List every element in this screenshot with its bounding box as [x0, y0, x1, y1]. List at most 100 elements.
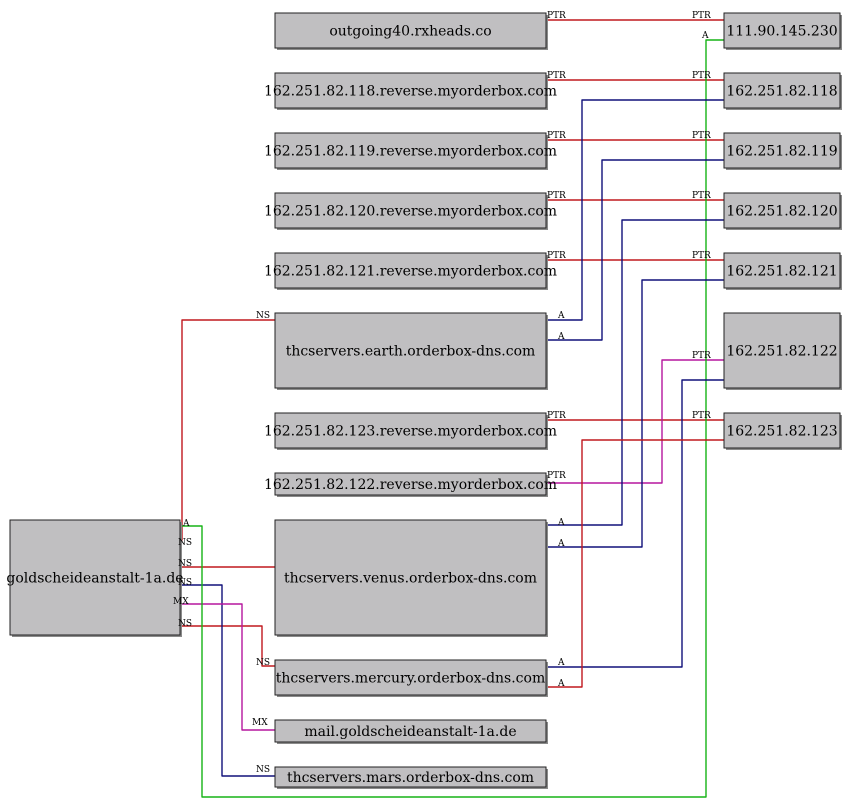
edge-label-ptr: PTR [547, 191, 566, 201]
edge-label-ptr: PTR [547, 131, 566, 141]
edge-label-ns: NS [256, 765, 270, 775]
edge-label-ptr: PTR [547, 71, 566, 81]
node-ip119[interactable]: 162.251.82.119 [723, 132, 842, 170]
node-box [274, 312, 547, 389]
node-domain[interactable]: goldscheideanstalt-1a.de [6, 519, 184, 637]
edge-label-ptr: PTR [547, 411, 566, 421]
edge-label-ns: NS [178, 559, 192, 569]
edge-label-ns: NS [178, 578, 192, 588]
node-ip123[interactable]: 162.251.82.123 [723, 412, 842, 450]
edge-label-ptr: PTR [692, 351, 711, 361]
edge-label-ptr: PTR [692, 131, 711, 141]
edge-label-ptr: PTR [692, 71, 711, 81]
node-ip121[interactable]: 162.251.82.121 [723, 252, 842, 290]
node-label: 162.251.82.123 [726, 424, 837, 440]
node-rev120[interactable]: 162.251.82.120.reverse.myorderbox.com [264, 192, 557, 230]
edge-a-earth-to-ip119 [546, 159, 724, 341]
node-box [723, 72, 841, 109]
edge-mx-domain-to-mail [172, 603, 275, 731]
node-box [723, 12, 841, 49]
node-box [9, 519, 181, 636]
edge-label-ptr: PTR [547, 471, 566, 481]
edge-label-ns: NS [178, 619, 192, 629]
edge-label-a: A [182, 519, 190, 529]
node-mars[interactable]: thcservers.mars.orderbox-dns.com [274, 766, 548, 789]
node-box [274, 719, 547, 743]
node-box [274, 132, 547, 169]
node-earth[interactable]: thcservers.earth.orderbox-dns.com [274, 312, 548, 390]
edge-a-mercury-to-ip122 [546, 379, 724, 668]
node-label: 111.90.145.230 [726, 24, 837, 40]
edge-label-a: A [557, 332, 565, 342]
node-box [723, 312, 841, 389]
node-label: 162.251.82.119.reverse.myorderbox.com [264, 144, 557, 160]
node-box [723, 412, 841, 449]
node-label: 162.251.82.123.reverse.myorderbox.com [264, 424, 557, 440]
edge-label-ns: NS [256, 658, 270, 668]
edge-ptr-rev122-to-ip122 [546, 359, 724, 484]
node-label: 162.251.82.121 [726, 264, 837, 280]
edge-label-a: A [701, 31, 709, 41]
node-mail[interactable]: mail.goldscheideanstalt-1a.de [274, 719, 548, 744]
node-label: thcservers.mercury.orderbox-dns.com [276, 671, 545, 687]
edge-a-venus-to-ip120 [546, 219, 724, 526]
edge-ns-domain-to-mercury [172, 625, 275, 667]
node-label: outgoing40.rxheads.co [329, 24, 491, 40]
node-box [723, 252, 841, 289]
node-box [723, 192, 841, 229]
node-rev123[interactable]: 162.251.82.123.reverse.myorderbox.com [264, 412, 557, 450]
node-label: goldscheideanstalt-1a.de [6, 571, 183, 587]
node-ip122[interactable]: 162.251.82.122 [723, 312, 842, 390]
node-box [274, 659, 547, 696]
node-box [274, 412, 547, 449]
node-box [274, 12, 547, 49]
edge-a-domain-to-ip230 [172, 39, 724, 798]
node-rev119[interactable]: 162.251.82.119.reverse.myorderbox.com [264, 132, 557, 170]
nodes-layer: goldscheideanstalt-1a.de outgoing40.rxhea… [6, 12, 842, 789]
node-box [274, 472, 547, 496]
node-box [274, 72, 547, 109]
node-box [723, 132, 841, 169]
edges-layer [172, 19, 724, 798]
node-label: 162.251.82.119 [726, 144, 837, 160]
node-ip230[interactable]: 111.90.145.230 [723, 12, 842, 50]
edge-ns-domain-to-mars [172, 584, 275, 777]
edge-label-ptr: PTR [547, 251, 566, 261]
node-box [274, 252, 547, 289]
node-label: thcservers.earth.orderbox-dns.com [286, 344, 536, 360]
edge-label-a: A [557, 658, 565, 668]
edge-label-a: A [557, 518, 565, 528]
edge-label-ptr: PTR [692, 411, 711, 421]
edge-label-ptr: PTR [547, 11, 566, 21]
node-rev121[interactable]: 162.251.82.121.reverse.myorderbox.com [264, 252, 557, 290]
edge-a-venus-to-ip121 [546, 279, 724, 548]
node-label: 162.251.82.118 [726, 84, 837, 100]
edge-ns-domain-to-earth [172, 319, 275, 541]
node-label: 162.251.82.118.reverse.myorderbox.com [264, 84, 557, 100]
node-label: 162.251.82.122 [726, 344, 837, 360]
node-mercury[interactable]: thcservers.mercury.orderbox-dns.com [274, 659, 548, 697]
edge-label-ptr: PTR [692, 191, 711, 201]
node-rev122[interactable]: 162.251.82.122.reverse.myorderbox.com [264, 472, 557, 497]
node-label: thcservers.venus.orderbox-dns.com [284, 571, 537, 587]
node-ip120[interactable]: 162.251.82.120 [723, 192, 842, 230]
edge-label-a: A [557, 311, 565, 321]
edge-labels-layer: PTR PTR PTR PTR PTR PTR PTR PTR PTR PTR PTR PTR PTR P… [173, 11, 711, 775]
edge-label-a: A [557, 679, 565, 689]
edge-label-ptr: PTR [692, 251, 711, 261]
node-label: 162.251.82.121.reverse.myorderbox.com [264, 264, 557, 280]
edge-label-ns: NS [256, 311, 270, 321]
node-box [274, 192, 547, 229]
node-box [274, 766, 547, 788]
edge-label-mx: MX [252, 718, 268, 728]
node-venus[interactable]: thcservers.venus.orderbox-dns.com [274, 519, 548, 637]
edge-a-mercury-to-ip123 [546, 439, 724, 688]
node-box [274, 519, 547, 636]
edge-label-ptr: PTR [692, 11, 711, 21]
edge-label-mx: MX [173, 597, 189, 607]
node-rev118[interactable]: 162.251.82.118.reverse.myorderbox.com [264, 72, 557, 110]
node-outgoing40[interactable]: outgoing40.rxheads.co [274, 12, 548, 50]
node-ip118[interactable]: 162.251.82.118 [723, 72, 842, 110]
node-label: thcservers.mars.orderbox-dns.com [287, 770, 534, 786]
